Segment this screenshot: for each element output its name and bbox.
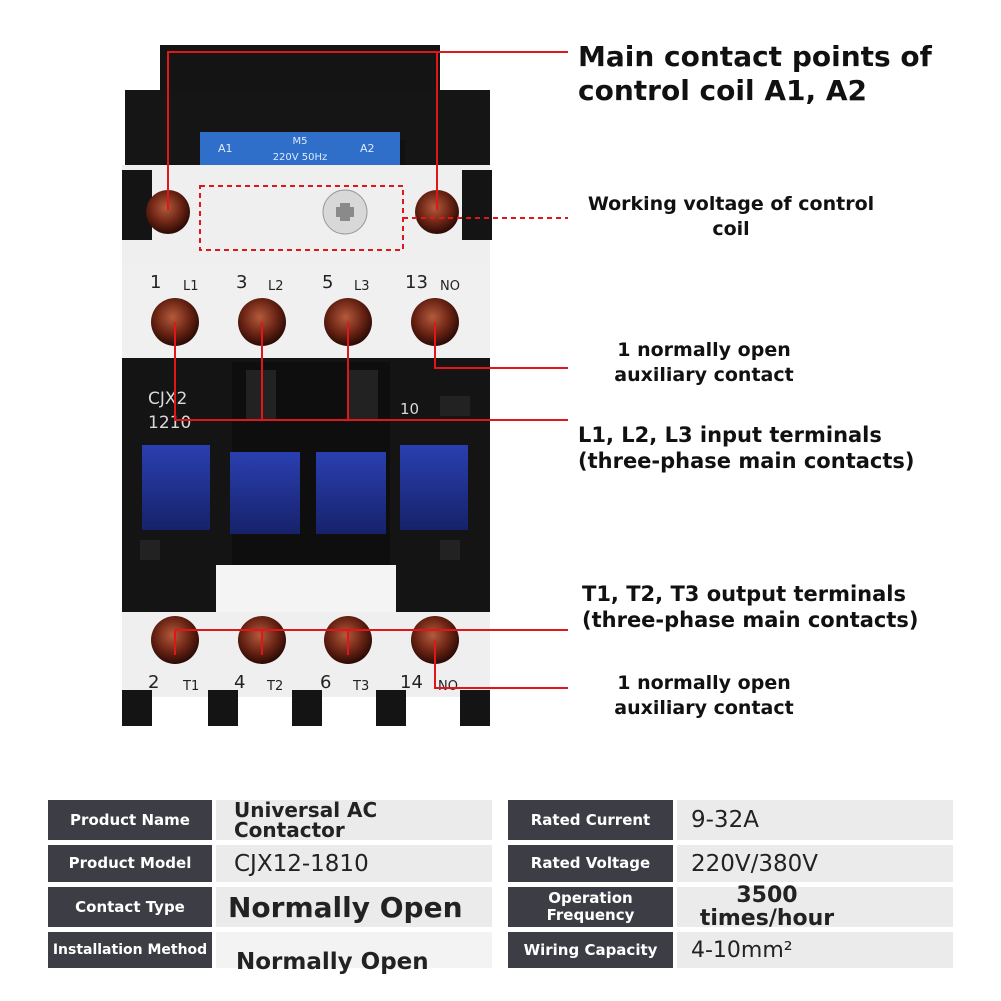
a1-terminal-screw-icon bbox=[146, 190, 190, 234]
callout-line: auxiliary contact bbox=[614, 364, 794, 386]
terminal-name: T2 bbox=[266, 679, 283, 694]
coil-model-text: M5 bbox=[293, 136, 308, 147]
callout-line: Main contact points of bbox=[578, 40, 932, 73]
coil-label: M5 A1 A2 220V 50Hz bbox=[200, 132, 400, 166]
aux-code-text: 10 bbox=[400, 400, 419, 418]
spec-value-wiring-capacity: 4-10mm² bbox=[677, 932, 953, 968]
coil-a1-text: A1 bbox=[218, 142, 233, 155]
spec-value-rated-current: 9-32A bbox=[677, 800, 953, 840]
terminal-number: 3 bbox=[236, 272, 247, 293]
spec-value-text: 3500 times/hour bbox=[699, 883, 835, 931]
spec-value-product-model: CJX12-1810 bbox=[216, 845, 492, 882]
a2-terminal-screw-icon bbox=[415, 190, 459, 234]
spec-value-text: 220V/380V bbox=[691, 850, 819, 877]
spec-value-product-name: Universal AC Contactor bbox=[216, 800, 492, 840]
terminal-number: 6 bbox=[320, 672, 331, 693]
spec-value-text: 9-32A bbox=[691, 807, 759, 833]
coil-voltage-text: 220V 50Hz bbox=[273, 152, 328, 163]
terminal-number: 14 bbox=[400, 672, 423, 693]
spec-label-product-model: Product Model bbox=[48, 845, 212, 882]
terminal-number: 13 bbox=[405, 272, 428, 293]
spec-value-installation-method: Normally Open bbox=[216, 932, 492, 975]
coil-a2-text: A2 bbox=[360, 142, 375, 155]
callout-line: coil bbox=[712, 218, 750, 240]
terminal-name: L1 bbox=[183, 279, 199, 294]
callout-coil-contacts: Main contact points of control coil A1, … bbox=[578, 40, 932, 108]
spec-value-operation-frequency: 3500 times/hour bbox=[677, 883, 953, 931]
callout-coil-voltage: Working voltage of control coil bbox=[570, 192, 892, 242]
blue-window bbox=[400, 445, 468, 530]
top-terminal-labels: 1 L1 3 L2 5 L3 13 NO bbox=[150, 272, 460, 294]
callout-line: 1 normally open bbox=[617, 672, 791, 694]
spec-value-text: CJX12-1810 bbox=[234, 850, 369, 877]
callout-line: 1 normally open bbox=[617, 339, 791, 361]
contactor-diagram: M5 A1 A2 220V 50Hz 1 L1 3 L2 5 L3 13 bbox=[122, 45, 568, 726]
blue-window bbox=[142, 445, 210, 530]
terminal-number: 1 bbox=[150, 272, 161, 293]
callout-line: (three-phase main contacts) bbox=[578, 449, 915, 473]
spec-label-contact-type: Contact Type bbox=[48, 887, 212, 927]
leader-input-terminals bbox=[174, 322, 568, 421]
model-text-line2: 1210 bbox=[148, 413, 191, 433]
spec-label-rated-voltage: Rated Voltage bbox=[508, 845, 673, 882]
spec-label-wiring-capacity: Wiring Capacity bbox=[508, 932, 673, 968]
blue-window bbox=[230, 452, 300, 534]
spec-value-contact-type: Normally Open bbox=[216, 887, 492, 927]
model-text-line1: CJX2 bbox=[148, 389, 187, 409]
callout-line: Working voltage of control bbox=[587, 193, 875, 215]
leader-coil-contacts bbox=[167, 51, 568, 210]
callout-output-terminals: T1, T2, T3 output terminals (three-phase… bbox=[582, 581, 918, 633]
spec-value-text: 4-10mm² bbox=[691, 937, 793, 963]
callout-line: L1, L2, L3 input terminals bbox=[578, 423, 882, 447]
terminal-name: NO bbox=[440, 279, 460, 294]
spec-value-text: Universal AC Contactor bbox=[234, 798, 378, 842]
callout-aux-bottom: 1 normally open auxiliary contact bbox=[595, 671, 813, 721]
callout-input-terminals: L1, L2, L3 input terminals (three-phase … bbox=[578, 422, 914, 474]
spec-label-rated-current: Rated Current bbox=[508, 800, 673, 840]
terminal-name: T3 bbox=[352, 679, 369, 694]
leader-aux-top bbox=[434, 322, 568, 369]
terminal-number: 4 bbox=[234, 672, 245, 693]
spec-value-rated-voltage: 220V/380V bbox=[677, 845, 953, 882]
terminal-name: T1 bbox=[182, 679, 199, 694]
spec-value-text: Normally Open bbox=[228, 890, 463, 924]
leader-aux-bottom bbox=[434, 640, 568, 689]
terminal-number: 5 bbox=[322, 272, 333, 293]
spec-label-installation-method: Installation Method bbox=[48, 932, 212, 968]
callout-line: control coil A1, A2 bbox=[578, 74, 868, 107]
blue-window bbox=[316, 452, 386, 534]
terminal-name: L3 bbox=[354, 279, 370, 294]
leader-lines bbox=[167, 51, 568, 689]
callout-line: (three-phase main contacts) bbox=[582, 608, 919, 632]
callout-line: auxiliary contact bbox=[614, 697, 794, 719]
spec-label-product-name: Product Name bbox=[48, 800, 212, 840]
callout-aux-top: 1 normally open auxiliary contact bbox=[595, 338, 813, 388]
terminal-name: L2 bbox=[268, 279, 284, 294]
callout-line: T1, T2, T3 output terminals bbox=[582, 582, 906, 606]
terminal-name: NO bbox=[438, 679, 458, 694]
spec-label-operation-frequency: Operation Frequency bbox=[508, 887, 673, 927]
bottom-terminal-labels: 2 T1 4 T2 6 T3 14 NO bbox=[148, 672, 458, 694]
terminal-number: 2 bbox=[148, 672, 159, 693]
spec-value-text: Normally Open bbox=[236, 949, 429, 975]
